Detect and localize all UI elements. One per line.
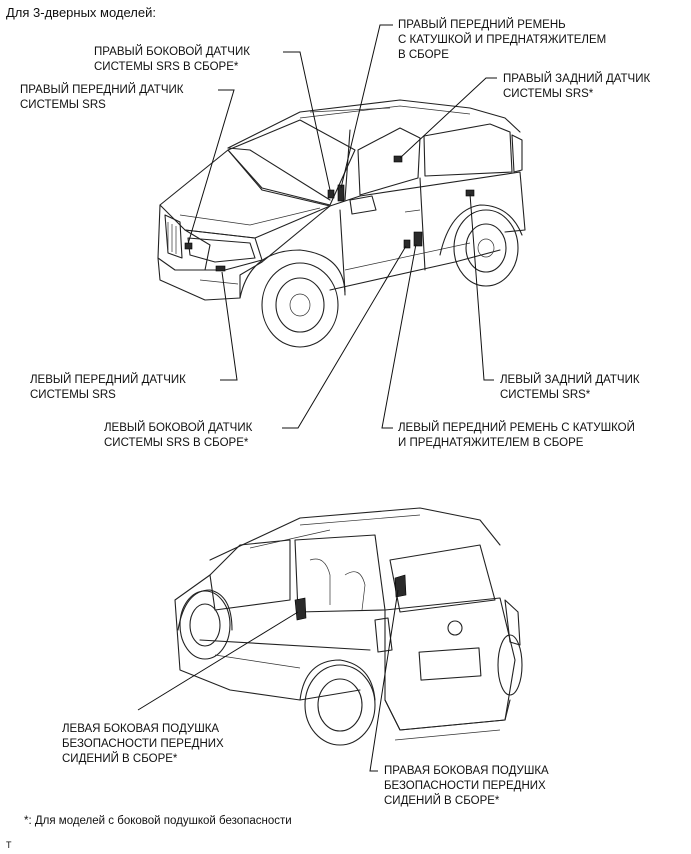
diagram-title: Для 3-дверных моделей: <box>6 5 156 20</box>
right-side-sensor-part <box>327 189 335 199</box>
left-seat-airbag-part <box>294 597 307 621</box>
rear-view-suv <box>174 507 523 746</box>
left-front-sensor-part <box>215 265 226 272</box>
left-front-belt-part <box>413 231 423 247</box>
front-view-suv <box>157 99 526 348</box>
right-seat-airbag-part <box>394 574 407 598</box>
footnote: *: Для моделей с боковой подушкой безопа… <box>24 815 292 827</box>
figure-code: T <box>6 840 12 850</box>
leader-lines-top <box>187 24 497 429</box>
leader-lines-bottom <box>137 589 399 772</box>
right-front-belt-part <box>337 184 345 202</box>
left-side-sensor-part <box>403 239 411 249</box>
right-rear-sensor-part <box>393 155 403 163</box>
